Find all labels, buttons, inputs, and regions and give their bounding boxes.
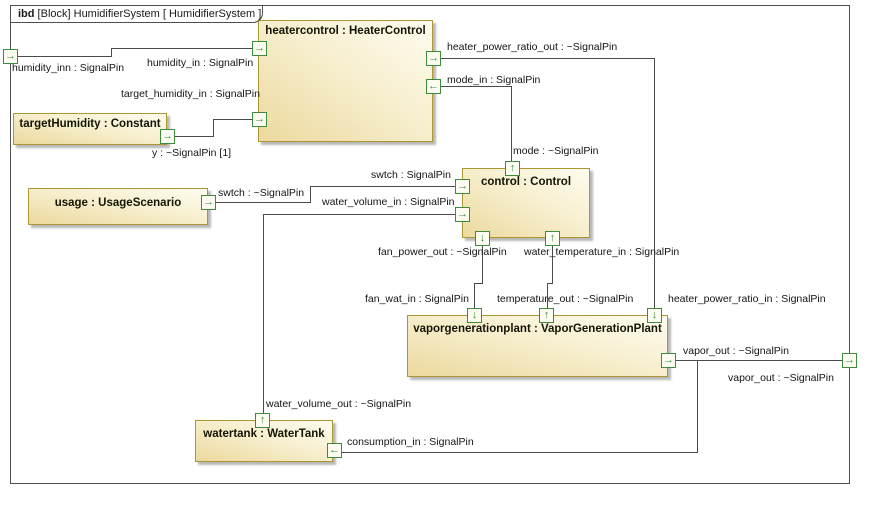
- arrow-right-icon: →: [162, 130, 173, 142]
- arrow-up-icon: ↑: [549, 232, 556, 244]
- port-control-water-volume-in[interactable]: →: [455, 207, 470, 222]
- connector-temperature-seg2[interactable]: [547, 283, 553, 284]
- connector-humidity-seg3[interactable]: [111, 48, 252, 49]
- port-control-swtch[interactable]: →: [455, 179, 470, 194]
- port-frame-humidity-inn[interactable]: →: [3, 49, 18, 64]
- port-vapor-vapor-out[interactable]: →: [661, 353, 676, 368]
- connector-humidity-seg1[interactable]: [17, 56, 111, 57]
- pin-label-water-volume-in[interactable]: water_volume_in : SignalPin: [322, 196, 455, 208]
- connector-vapor-out-seg1[interactable]: [675, 360, 842, 361]
- port-heatercontrol-target-humidity-in[interactable]: →: [252, 112, 267, 127]
- port-heatercontrol-heater-power-ratio-out[interactable]: →: [426, 51, 441, 66]
- connector-swtch-seg3[interactable]: [310, 186, 455, 187]
- connector-temperature-seg1[interactable]: [552, 245, 553, 283]
- connector-heater-power-seg2[interactable]: [654, 58, 655, 308]
- connector-water-volume-seg2[interactable]: [263, 214, 264, 413]
- connector-swtch-seg2[interactable]: [310, 186, 311, 203]
- pin-label-vapor-out-2[interactable]: vapor_out : ~SignalPin: [728, 372, 834, 384]
- port-control-mode[interactable]: ↑: [505, 161, 520, 176]
- connector-temperature-seg3[interactable]: [547, 283, 548, 308]
- connector-swtch-seg1[interactable]: [215, 202, 310, 203]
- connector-heater-power-seg1[interactable]: [441, 58, 655, 59]
- connector-mode-seg1[interactable]: [441, 86, 512, 87]
- port-watertank-consumption-in[interactable]: ←: [327, 443, 342, 458]
- port-frame-vapor-out[interactable]: →: [842, 353, 857, 368]
- arrow-left-icon: ←: [329, 444, 340, 456]
- port-heatercontrol-humidity-in[interactable]: →: [252, 41, 267, 56]
- block-title-control: control : Control: [480, 176, 572, 188]
- connector-fan-seg1[interactable]: [482, 245, 483, 283]
- block-title-vaporgenerationplant: vaporgenerationplant : VaporGenerationPl…: [413, 323, 662, 335]
- arrow-right-icon: →: [457, 208, 468, 220]
- block-title-watertank: watertank : WaterTank: [203, 428, 325, 440]
- connector-consumption-seg2[interactable]: [341, 452, 698, 453]
- port-targethumidity-y[interactable]: →: [160, 129, 175, 144]
- arrow-left-icon: ←: [428, 80, 439, 92]
- block-title-targethumidity: targetHumidity : Constant: [19, 118, 161, 130]
- pin-label-consumption-in[interactable]: consumption_in : SignalPin: [347, 436, 474, 448]
- frame-title-text: [Block] HumidifierSystem [ HumidifierSys…: [34, 8, 262, 20]
- arrow-down-icon: ↓: [651, 309, 658, 321]
- arrow-right-icon: →: [457, 180, 468, 192]
- frame-title-tab: ibd [Block] HumidifierSystem [ Humidifie…: [10, 5, 263, 23]
- pin-label-mode-in[interactable]: mode_in : SignalPin: [447, 74, 541, 86]
- connector-humidity-seg2[interactable]: [111, 48, 112, 57]
- port-vapor-fan-wat-in[interactable]: ↓: [467, 308, 482, 323]
- connector-fan-seg3[interactable]: [474, 283, 475, 308]
- block-title-usage: usage : UsageScenario: [54, 197, 182, 209]
- pin-label-heater-power-ratio-out[interactable]: heater_power_ratio_out : ~SignalPin: [447, 41, 618, 53]
- arrow-right-icon: →: [5, 50, 16, 62]
- pin-label-humidity-inn[interactable]: humidity_inn : SignalPin: [12, 62, 125, 74]
- pin-label-fan-power-out[interactable]: fan_power_out : ~SignalPin: [378, 246, 507, 258]
- arrow-up-icon: ↑: [543, 309, 550, 321]
- block-heatercontrol[interactable]: heatercontrol : HeaterControl: [258, 20, 433, 142]
- pin-label-fan-wat-in[interactable]: fan_wat_in : SignalPin: [365, 293, 469, 305]
- pin-label-y[interactable]: y : ~SignalPin [1]: [152, 147, 232, 159]
- block-targethumidity[interactable]: targetHumidity : Constant: [13, 113, 167, 145]
- port-usage-swtch[interactable]: →: [201, 195, 216, 210]
- connector-fan-seg2[interactable]: [474, 283, 483, 284]
- arrow-down-icon: ↓: [471, 309, 478, 321]
- pin-label-water-temperature-in[interactable]: water_temperature_in : SignalPin: [524, 246, 680, 258]
- arrow-right-icon: →: [254, 113, 265, 125]
- arrow-down-icon: ↓: [479, 232, 486, 244]
- block-title-heatercontrol: heatercontrol : HeaterControl: [265, 25, 426, 37]
- pin-label-mode[interactable]: mode : ~SignalPin: [513, 145, 599, 157]
- pin-label-temperature-out[interactable]: temperature_out : ~SignalPin: [497, 293, 634, 305]
- pin-label-target-humidity-in[interactable]: target_humidity_in : SignalPin: [121, 88, 260, 100]
- port-control-water-temperature-in[interactable]: ↑: [545, 231, 560, 246]
- connector-target-humidity-seg2[interactable]: [213, 119, 214, 137]
- connector-target-humidity-seg1[interactable]: [174, 136, 213, 137]
- pin-label-swtch[interactable]: swtch : SignalPin: [371, 169, 451, 181]
- pin-label-heater-power-ratio-in[interactable]: heater_power_ratio_in : SignalPin: [668, 293, 826, 305]
- arrow-right-icon: →: [203, 196, 214, 208]
- pin-label-vapor-out-1[interactable]: vapor_out : ~SignalPin: [683, 345, 789, 357]
- port-heatercontrol-mode-in[interactable]: ←: [426, 79, 441, 94]
- connector-consumption-seg1[interactable]: [697, 360, 698, 453]
- connector-water-volume-seg1[interactable]: [263, 214, 455, 215]
- block-usage[interactable]: usage : UsageScenario: [28, 188, 208, 225]
- connector-target-humidity-seg3[interactable]: [213, 119, 252, 120]
- arrow-up-icon: ↑: [509, 162, 516, 174]
- arrow-right-icon: →: [663, 354, 674, 366]
- pin-label-swtch-out[interactable]: swtch : ~SignalPin: [218, 187, 305, 199]
- port-vapor-temperature-out[interactable]: ↑: [539, 308, 554, 323]
- arrow-right-icon: →: [844, 354, 855, 366]
- port-vapor-heater-power-ratio-in[interactable]: ↓: [647, 308, 662, 323]
- arrow-right-icon: →: [254, 42, 265, 54]
- pin-label-water-volume-out[interactable]: water_volume_out : ~SignalPin: [266, 398, 412, 410]
- arrow-up-icon: ↑: [259, 414, 266, 426]
- arrow-right-icon: →: [428, 52, 439, 64]
- pin-label-humidity-in[interactable]: humidity_in : SignalPin: [147, 57, 254, 69]
- frame-kind-label: ibd: [18, 8, 35, 20]
- block-vaporgenerationplant[interactable]: vaporgenerationplant : VaporGenerationPl…: [407, 315, 668, 377]
- diagram-frame: [10, 5, 850, 484]
- connector-mode-seg2[interactable]: [511, 86, 512, 161]
- port-control-fan-power-out[interactable]: ↓: [475, 231, 490, 246]
- block-control[interactable]: control : Control: [462, 168, 590, 238]
- port-watertank-water-volume-out[interactable]: ↑: [255, 413, 270, 428]
